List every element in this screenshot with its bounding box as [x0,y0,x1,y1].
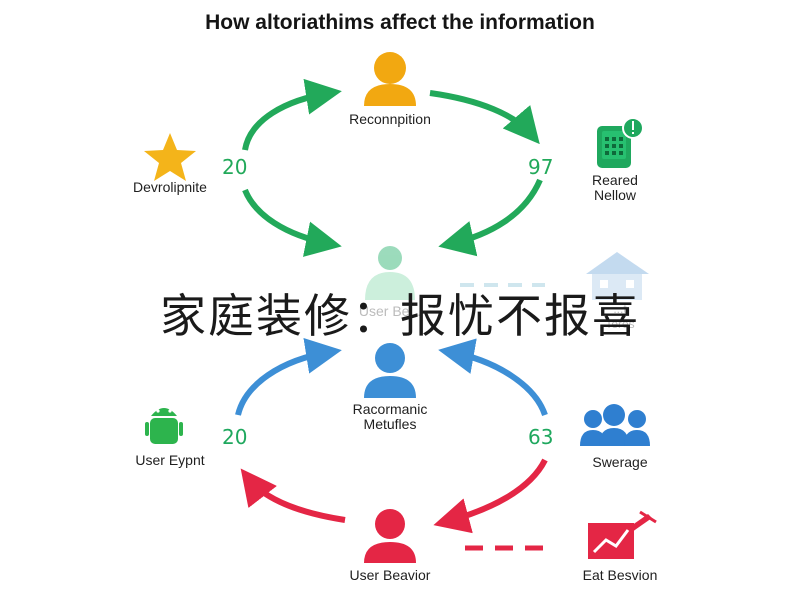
group-icon [580,404,650,446]
arrow-green-bottom-right [438,178,543,257]
person-icon [364,509,416,563]
person-icon [364,52,416,106]
person-icon [365,246,415,300]
overlay-caption: 家庭装修：报忧不报喜 [160,289,640,343]
arrow-blue-right [438,338,548,417]
android-icon [145,408,183,444]
diagram-title: How altoriathims affect the information [205,11,595,34]
center-person-label: Racormanic Metufles [352,401,428,432]
number-top-right: 97 [528,155,554,179]
right-partial-label: ...t Teres [605,302,635,331]
chart-icon [588,510,657,559]
arrow-green-top-left [242,78,342,151]
number-top-left: 20 [222,155,248,179]
star-icon [144,133,196,181]
arrow-green-bottom-left [242,188,342,257]
number-bottom-left: 20 [222,425,248,449]
number-bottom-right: 63 [528,425,554,449]
phone-icon [597,117,644,168]
arrow-green-top-right [429,90,540,145]
arrow-red-right [433,458,548,534]
phone-label: Reared Nellow [592,172,638,203]
person-icon [364,343,416,398]
android-label: User Eypnt [135,452,205,468]
arrow-blue-left [235,338,342,416]
chart-label: Eat Besvion [582,567,658,583]
arrow-red-left [240,468,346,523]
middle-partial-label: User Be... [358,303,422,319]
bottom-person-label: User Beavior [349,567,431,583]
house-icon [586,252,649,300]
star-label: Devrolipnite [133,179,207,195]
top-person-label: Reconnpition [349,111,431,127]
group-label: Swerage [592,454,648,470]
